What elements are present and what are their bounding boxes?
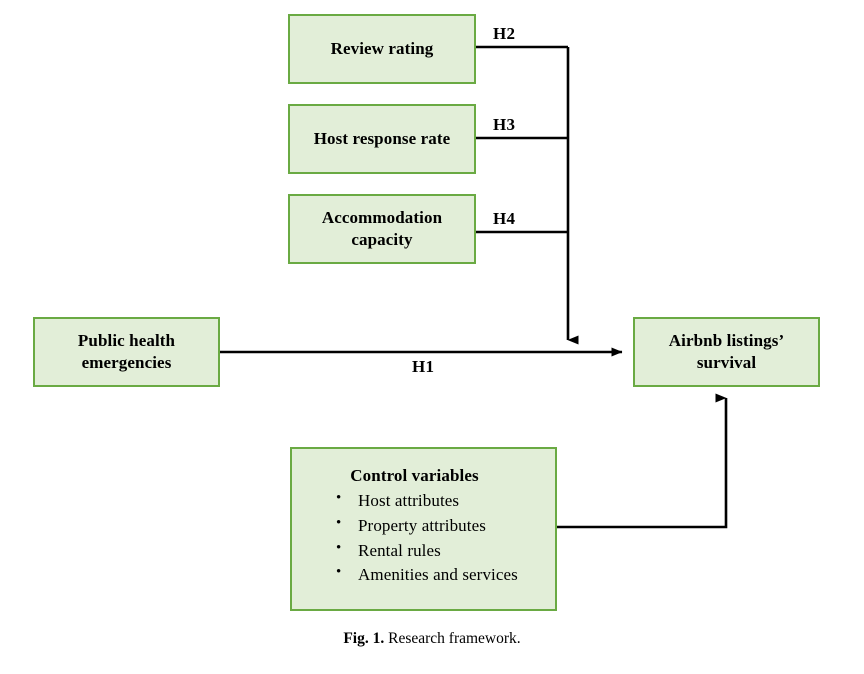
node-accommodation-capacity: Accommodation capacity	[288, 194, 476, 264]
node-host-response-rate: Host response rate	[288, 104, 476, 174]
node-airbnb-listings-survival-label: Airbnb listings’ survival	[668, 330, 785, 372]
node-airbnb-listings-survival: Airbnb listings’ survival	[633, 317, 820, 387]
figure-caption-number: Fig. 1.	[343, 630, 385, 647]
edge-control-variables	[557, 393, 728, 529]
node-public-health-emergencies-label: Public health emergencies	[77, 330, 176, 372]
node-review-rating-label: Review rating	[330, 38, 434, 58]
node-accommodation-capacity-label: Accommodation capacity	[321, 207, 443, 249]
figure-caption-text: Research framework.	[388, 630, 521, 647]
hypothesis-label-h1: H1	[412, 357, 435, 376]
list-item: Property attributes	[336, 513, 545, 539]
control-variables-title: Control variables	[350, 466, 479, 485]
figure-caption: Fig. 1. Research framework.	[0, 630, 864, 648]
list-item: Amenities and services	[336, 562, 545, 588]
hypothesis-label-h3: H3	[493, 115, 516, 134]
hypothesis-label-h2: H2	[493, 24, 516, 43]
node-control-variables: Control variables Host attributes Proper…	[290, 447, 557, 611]
node-review-rating: Review rating	[288, 14, 476, 84]
hypothesis-label-h4: H4	[493, 209, 516, 228]
node-host-response-rate-label: Host response rate	[313, 128, 451, 148]
list-item: Host attributes	[336, 488, 545, 514]
node-public-health-emergencies: Public health emergencies	[33, 317, 220, 387]
control-variables-list: Host attributes Property attributes Rent…	[310, 488, 545, 588]
list-item: Rental rules	[336, 538, 545, 564]
